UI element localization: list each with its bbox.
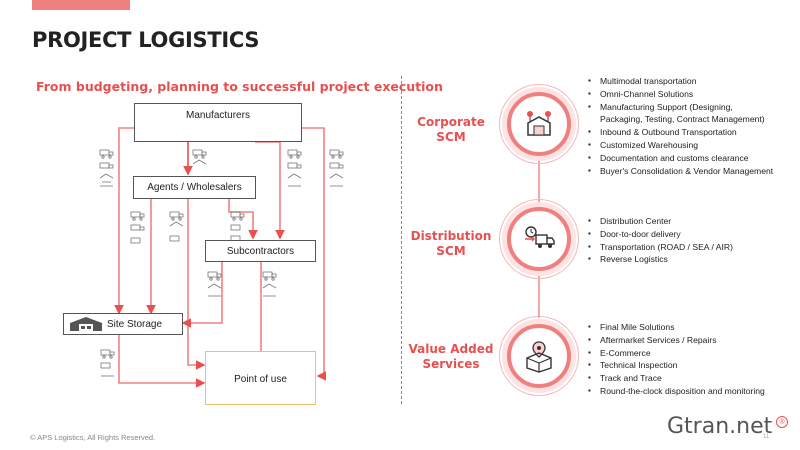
diagram-subtitle: From budgeting, planning to successful p… [36,79,443,94]
list-item-continuation: Packaging, Testing, Contract Management) [600,114,765,125]
package-location-icon [526,341,552,373]
service-ring-distribution [499,199,579,279]
company-logo: Gtran.net [667,414,773,439]
service-title-value-added: Value Added Services [408,342,494,371]
arrow-manufacturers-subcontractors [255,141,285,240]
list-item: Round-the-clock disposition and monitori… [588,385,765,398]
warehouse-network-icon [527,111,551,136]
service-list-corporate: Multimodal transportation Omni-Channel S… [588,75,773,177]
list-item: Omni-Channel Solutions [588,88,773,101]
list-item: Documentation and customs clearance [588,152,773,165]
page-number: 11 [763,434,770,440]
service-title-distribution-scm: Distribution SCM [410,229,492,258]
service-circle-value-added [507,324,571,388]
warehouse-icon [68,316,104,332]
point-of-use-box: Point of use [205,351,316,405]
list-item: Manufacturing Support (Designing, [588,101,773,114]
list-item: Technical Inspection [588,359,765,372]
list-item: Buyer's Consolidation & Vendor Managemen… [588,165,773,178]
page-title: PROJECT LOGISTICS [32,28,260,52]
service-circle-corporate [507,92,571,156]
title-accent-bar [32,0,130,10]
delivery-truck-clock-icon [525,226,555,248]
list-item: Distribution Center [588,215,733,228]
arrow-manufacturers-point-of-use [302,127,326,381]
site-storage-box: Site Storage [63,313,183,335]
section-divider [401,76,402,404]
transport-glyphs [99,149,344,377]
list-item: Customized Warehousing [588,139,773,152]
service-ring-value-added [499,316,579,396]
list-item: Reverse Logistics [588,253,733,266]
service-circle-distribution [507,207,571,271]
list-item: Transportation (ROAD / SEA / AIR) [588,241,733,254]
list-item: Aftermarket Services / Repairs [588,334,765,347]
list-item: Final Mile Solutions [588,321,765,334]
arrow-site-storage-point-of-use [118,335,206,388]
arrow-agents-point-of-use [187,199,206,370]
arrow-agents-subcontractors [228,199,258,240]
arrow-subcontractors-site-storage [181,262,223,328]
list-item: Door-to-door delivery [588,228,733,241]
registered-mark-icon: ® [776,416,788,428]
arrow-manufacturers-site-storage [114,127,134,315]
subcontractors-box: Subcontractors [205,240,316,262]
site-storage-label: Site Storage [107,318,163,330]
service-list-value-added: Final Mile Solutions Aftermarket Service… [588,321,765,398]
service-title-corporate-scm: Corporate SCM [417,115,485,144]
list-item: E-Commerce [588,347,765,360]
list-item: Track and Trace [588,372,765,385]
service-ring-corporate [499,84,579,164]
agents-wholesalers-box: Agents / Wholesalers [133,176,256,199]
list-item: Multimodal transportation [588,75,773,88]
manufacturers-box: Manufacturers [134,103,302,142]
list-item: Inbound & Outbound Transportation [588,126,773,139]
service-list-distribution: Distribution Center Door-to-door deliver… [588,215,733,266]
copyright-text: © APS Logistics, All Rights Reserved. [30,433,156,442]
